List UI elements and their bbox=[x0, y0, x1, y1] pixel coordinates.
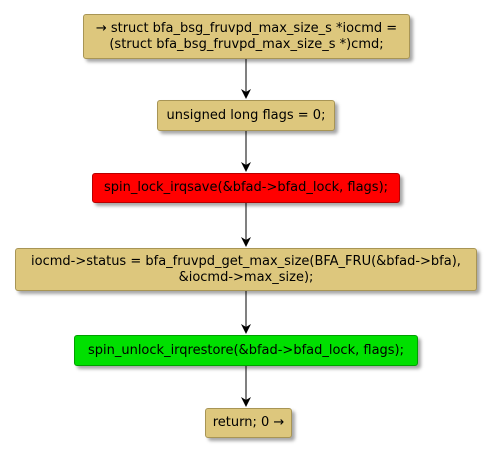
node-return-line-1: return; 0 → bbox=[212, 415, 285, 430]
node-status-line-1: iocmd->status = bfa_fruvpd_get_max_size(… bbox=[31, 253, 461, 269]
node-status: iocmd->status = bfa_fruvpd_get_max_size(… bbox=[15, 248, 477, 291]
node-return: return; 0 → bbox=[205, 408, 292, 438]
node-unlock: spin_unlock_irqrestore(&bfad->bfad_lock,… bbox=[74, 335, 418, 366]
node-flags-line-1: unsigned long flags = 0; bbox=[166, 107, 326, 123]
node-start: → struct bfa_bsg_fruvpd_max_size_s *iocm… bbox=[83, 14, 410, 59]
node-unlock-line-1: spin_unlock_irqrestore(&bfad->bfad_lock,… bbox=[87, 342, 405, 358]
node-lock: spin_lock_irqsave(&bfad->bfad_lock, flag… bbox=[92, 173, 400, 203]
node-status-line-2: &iocmd->max_size); bbox=[178, 269, 314, 285]
node-start-line-2: (struct bfa_bsg_fruvpd_max_size_s *)cmd; bbox=[109, 36, 384, 52]
node-flags: unsigned long flags = 0; bbox=[157, 100, 335, 131]
node-start-line-1: → struct bfa_bsg_fruvpd_max_size_s *iocm… bbox=[95, 20, 398, 36]
node-lock-line-1: spin_lock_irqsave(&bfad->bfad_lock, flag… bbox=[103, 180, 389, 195]
